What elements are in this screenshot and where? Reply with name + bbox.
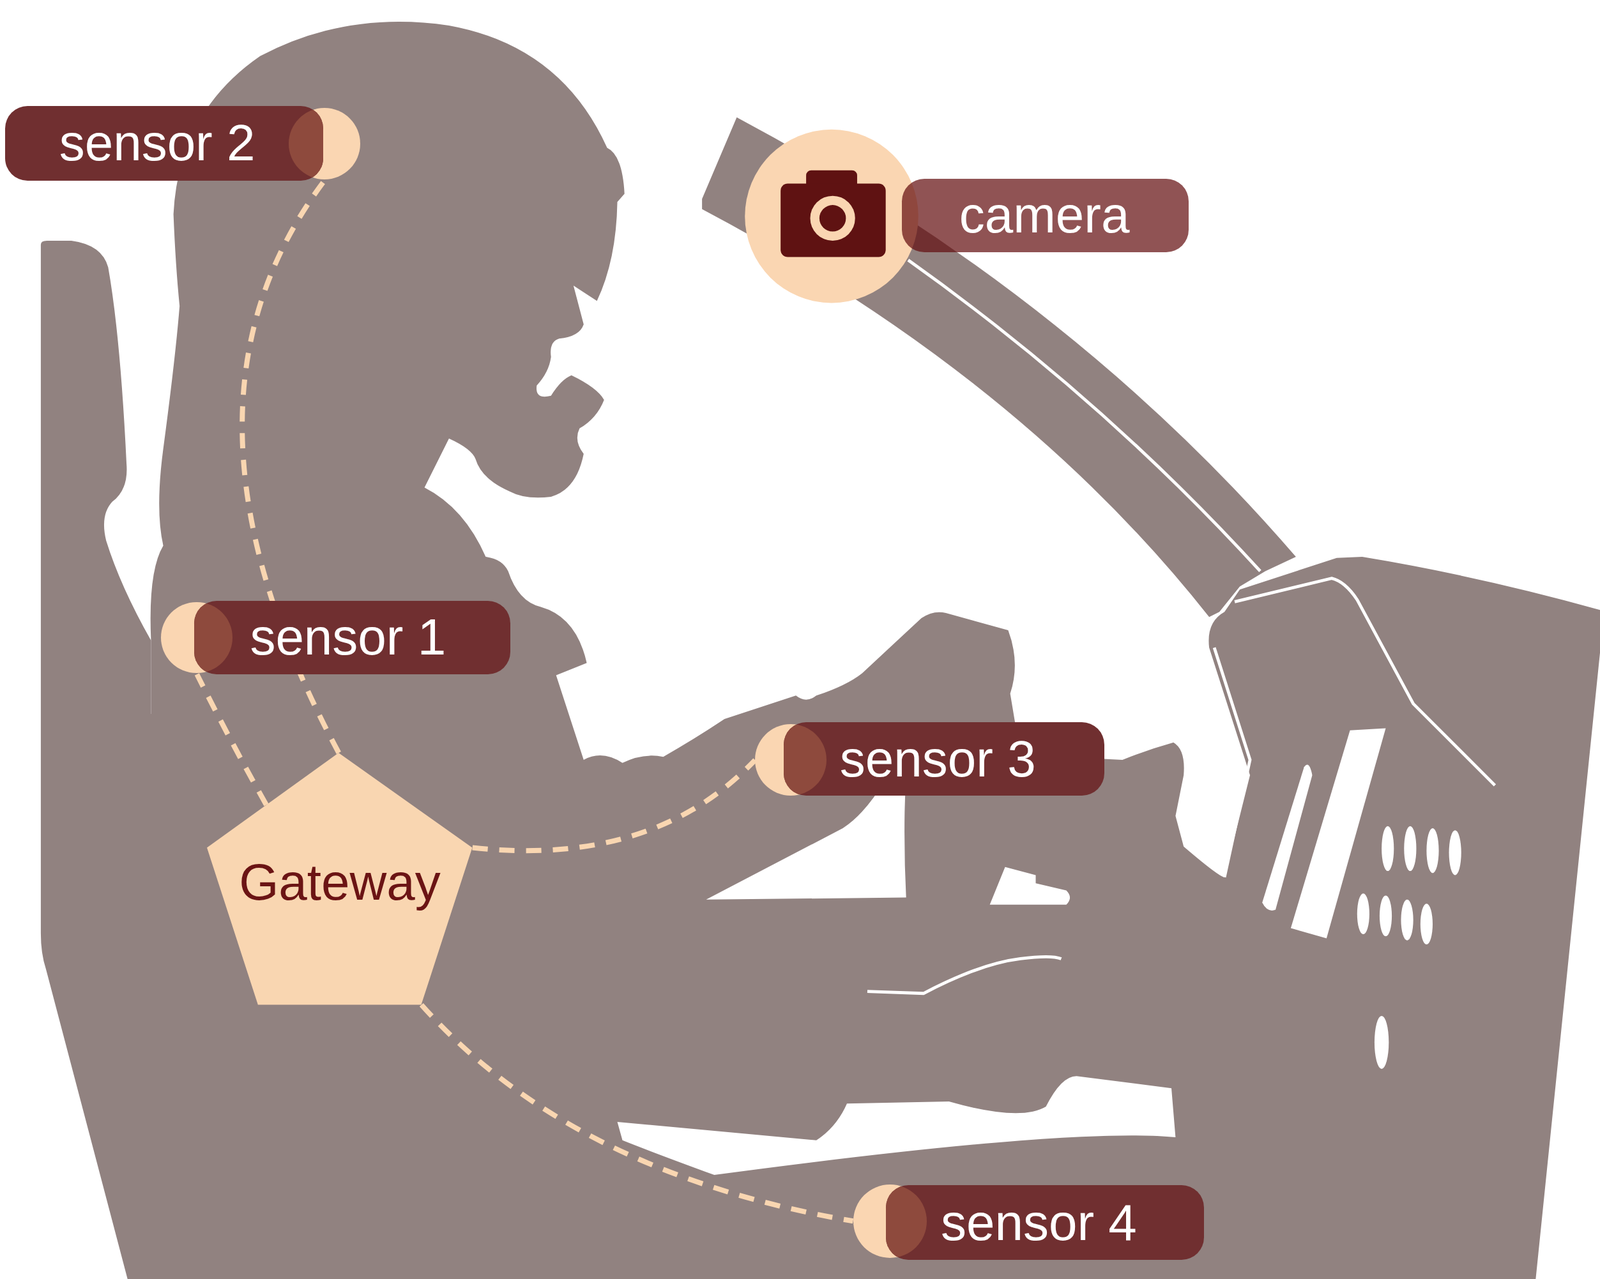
label-text: sensor 4 [940, 1197, 1137, 1249]
sensor-node: sensor 4 [853, 1184, 1205, 1261]
dash-vent [1400, 899, 1413, 941]
camera-icon-body [780, 183, 886, 258]
gateway-pentagon: Gateway [206, 753, 473, 1006]
cushion-gap [617, 1076, 1176, 1176]
camera-icon-lens [819, 205, 847, 232]
seat-back [40, 240, 152, 715]
camera-node: camera [901, 178, 1189, 253]
dash-vent [1449, 830, 1462, 876]
dash-vent [1357, 893, 1370, 935]
driver-and-cabin [40, 21, 1600, 1279]
label-text: sensor 1 [249, 611, 446, 663]
dashed-link [472, 760, 756, 851]
sensor-label-pill: sensor 1 [194, 601, 511, 675]
dashed-link [196, 674, 267, 805]
dash-vent [1381, 826, 1394, 872]
camera-icon-lens-ring [809, 196, 855, 241]
dash-line [1234, 578, 1495, 786]
label-text: sensor 2 [59, 117, 256, 169]
dash-vent [1374, 1016, 1389, 1070]
knee-line [867, 956, 1062, 994]
gateway-label: Gateway [238, 854, 441, 911]
sensor-node: sensor 3 [754, 722, 1104, 796]
pentagon-outline [206, 753, 473, 1006]
dash-vent [1426, 828, 1439, 874]
pillar-edge-line [908, 259, 1261, 572]
sensor-dot-overlap [288, 107, 324, 180]
sensor-label-pill: sensor 2 [5, 106, 324, 181]
sensor-dot-overlap [194, 602, 234, 674]
dash-vent [1379, 895, 1392, 937]
dash-vent [1420, 903, 1433, 945]
dash-vent [1403, 826, 1417, 872]
windshield-pillar [701, 117, 1296, 618]
camera-circle [744, 129, 919, 304]
dash-slit [1290, 728, 1387, 939]
pedal-gap [990, 867, 1070, 906]
label-text: camera [959, 189, 1130, 241]
sensor-node: sensor 1 [160, 601, 510, 675]
label-text: sensor 3 [839, 733, 1037, 785]
sensor-dot-overlap [783, 724, 827, 796]
sensor-dot-overlap [885, 1185, 927, 1258]
sensor-label-pill: sensor 4 [885, 1185, 1204, 1261]
sensor-label-pill: sensor 3 [783, 722, 1105, 796]
sensor-node: sensor 2 [5, 106, 361, 181]
camera-label-pill: camera [901, 178, 1189, 253]
dash-line [1214, 647, 1250, 877]
dashed-link [421, 1005, 854, 1222]
